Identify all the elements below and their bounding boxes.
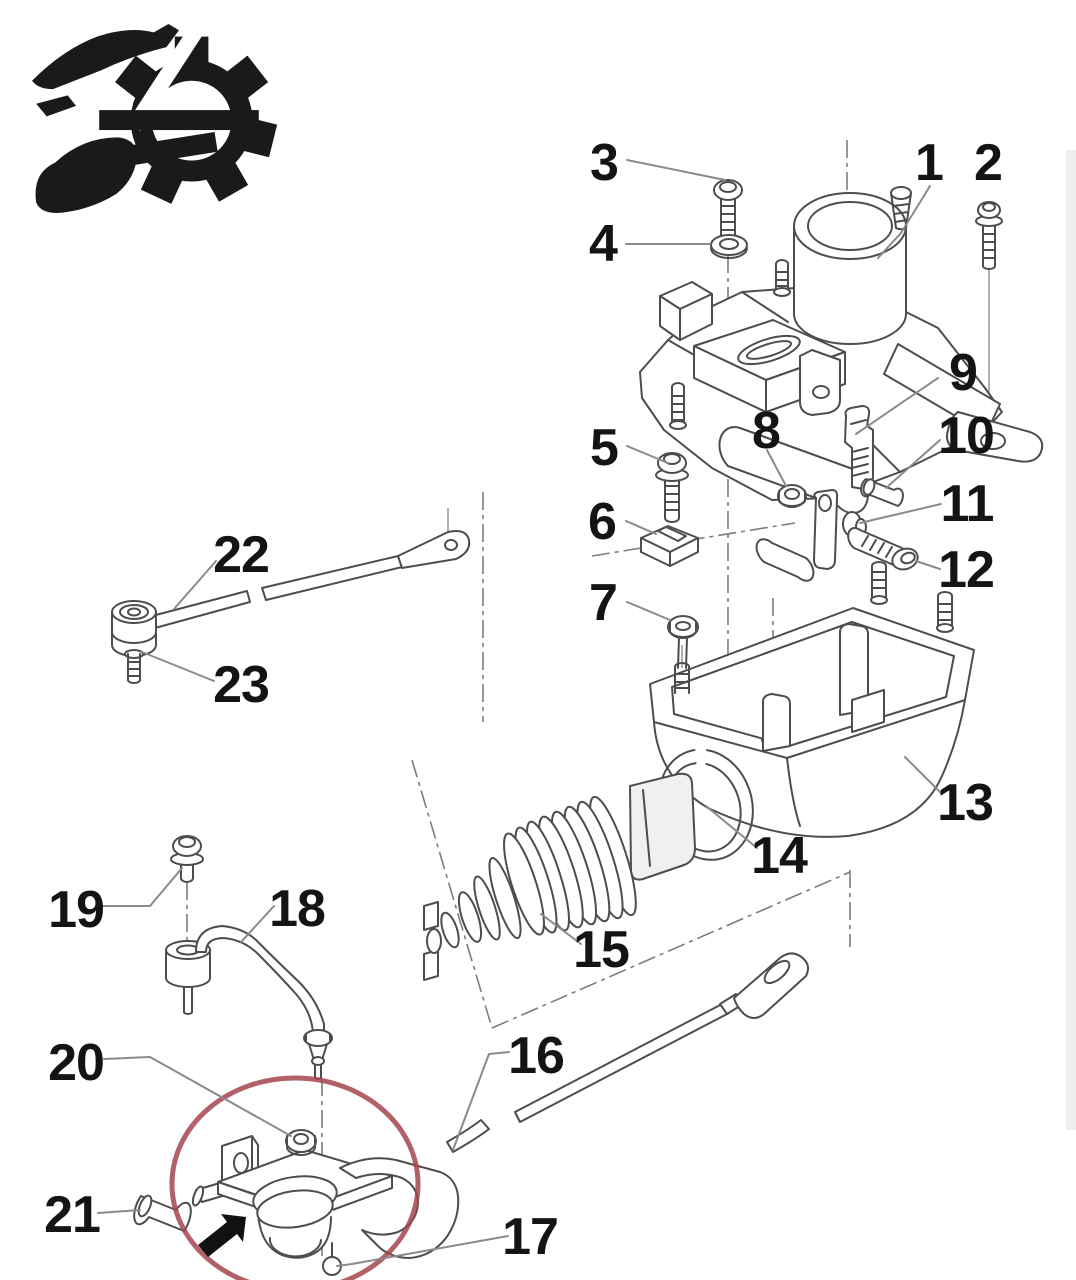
leader-line-22: [173, 560, 217, 610]
part-number-3: 3: [590, 134, 618, 192]
leader-line-21: [97, 1209, 141, 1214]
part-17-ball-stud: [322, 1242, 342, 1276]
part-number-12: 12: [938, 541, 994, 599]
part-label-12: 12: [915, 541, 995, 599]
part-number-18: 18: [269, 880, 325, 938]
part-number-11: 11: [941, 475, 994, 533]
leader-line-13: [904, 756, 943, 795]
leader-line-20: [103, 1056, 292, 1137]
part-15-bellows-boot: [423, 772, 696, 981]
part-label-6: 6: [588, 493, 657, 551]
part-label-22: 22: [173, 526, 270, 610]
part-number-5: 5: [590, 419, 618, 477]
leader-line-15: [540, 913, 582, 945]
part-16-selector-rod: [446, 952, 809, 1153]
ball-joint-assembly: [191, 1135, 460, 1259]
part-number-19: 19: [48, 881, 104, 939]
part-label-18: 18: [240, 880, 326, 943]
part-18-shift-pipe: [165, 925, 333, 1080]
part-10-pin: [860, 478, 904, 507]
part-label-13: 13: [904, 756, 994, 832]
part-number-6: 6: [588, 493, 616, 551]
leader-line-23: [141, 651, 215, 682]
part-label-15: 15: [540, 913, 630, 979]
part-5-bolt: [655, 452, 689, 523]
part-label-16: 16: [452, 1027, 565, 1151]
leader-line-3: [626, 159, 726, 181]
part-label-20: 20: [48, 1034, 292, 1137]
part-label-23: 23: [141, 651, 270, 714]
leader-line-5: [626, 445, 669, 464]
car-and-gear-logo-icon: [32, 23, 278, 213]
part-1-shifter-housing: [639, 186, 1044, 515]
part-label-21: 21: [44, 1186, 141, 1244]
leader-line-18: [240, 905, 275, 943]
part-label-19: 19: [48, 867, 183, 939]
leader-line-16: [452, 1051, 510, 1151]
part-13-housing-tub: [649, 561, 975, 838]
part-number-1: 1: [915, 134, 943, 192]
part-20-nut: [285, 1129, 317, 1156]
part-number-7: 7: [589, 574, 617, 632]
part-label-5: 5: [590, 419, 669, 477]
part-number-9: 9: [949, 344, 977, 402]
leader-line-19: [100, 867, 183, 907]
part-12-bolt: [847, 527, 919, 571]
part-6-clamp-plate: [640, 525, 699, 567]
part-label-17: 17: [336, 1208, 559, 1267]
leader-line-9: [855, 377, 939, 435]
part-22-linkage-rod: [111, 530, 471, 657]
highlight-circle: [169, 1075, 421, 1280]
part-3-bolt: [713, 179, 743, 247]
leader-line-12: [915, 560, 941, 570]
page-edge-shadow: [1066, 150, 1076, 1130]
part-label-4: 4: [589, 215, 711, 273]
part-label-11: 11: [859, 475, 995, 533]
part-label-7: 7: [589, 574, 671, 632]
part-label-10: 10: [885, 407, 995, 489]
part-label-14: 14: [705, 805, 809, 885]
leader-line-10: [885, 439, 941, 489]
leader-line-17: [336, 1235, 509, 1267]
part-number-8: 8: [752, 402, 780, 460]
part-number-2: 2: [974, 134, 1002, 192]
highlight-arrow-icon: [198, 1214, 246, 1257]
part-label-1: 1: [877, 134, 944, 259]
part-7-nut: [667, 615, 699, 669]
part-8-nut: [777, 484, 807, 508]
part-number-16: 16: [508, 1027, 564, 1085]
part-number-23: 23: [213, 656, 269, 714]
part-4-washer: [710, 234, 748, 259]
part-number-14: 14: [751, 827, 808, 885]
leader-line-1: [877, 185, 931, 259]
leader-line-11: [859, 503, 942, 524]
leader-line-8: [766, 449, 787, 487]
part-number-4: 4: [589, 215, 618, 273]
part-23-ball-stud: [124, 649, 144, 684]
part-label-2: 2: [974, 134, 1003, 192]
leader-line-14: [705, 805, 758, 849]
part-number-21: 21: [44, 1186, 100, 1244]
leader-line-6: [625, 520, 657, 535]
part-label-8: 8: [752, 402, 787, 487]
part-label-9: 9: [855, 344, 978, 435]
part-number-17: 17: [502, 1208, 558, 1266]
part-number-20: 20: [48, 1034, 104, 1092]
part-label-3: 3: [590, 134, 726, 192]
part-number-22: 22: [213, 526, 269, 584]
part-number-10: 10: [938, 407, 994, 465]
part-2-bolt: [975, 201, 1003, 270]
part-number-15: 15: [573, 921, 629, 979]
part-number-13: 13: [937, 774, 993, 832]
leader-line-7: [626, 601, 671, 621]
